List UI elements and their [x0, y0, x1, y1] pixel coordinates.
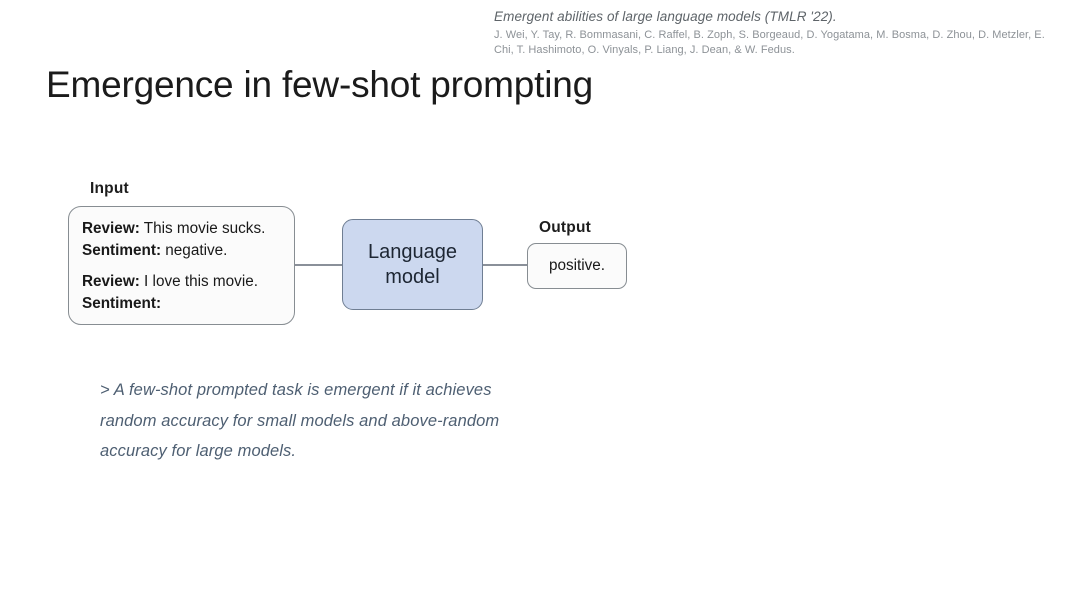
prompt-line-1-value: This movie sucks.	[139, 220, 266, 237]
connector-model-to-output	[483, 264, 528, 266]
citation-title: Emergent abilities of large language mod…	[494, 9, 837, 24]
prompt-line-3-key: Review:	[82, 273, 140, 290]
language-model-box: Language model	[342, 219, 483, 310]
input-label: Input	[90, 180, 129, 197]
prompt-line-2-key: Sentiment:	[82, 241, 162, 259]
page-title: Emergence in few-shot prompting	[46, 64, 594, 105]
output-label: Output	[539, 219, 591, 236]
prompt-line-4-key: Sentiment:	[82, 294, 162, 312]
output-text: positive.	[548, 257, 606, 274]
language-model-line-2: model	[385, 265, 440, 288]
emergence-definition: > A few-shot prompted task is emergent i…	[100, 381, 500, 460]
prompt-spacer	[82, 261, 294, 271]
output-box: positive.	[527, 243, 627, 289]
input-prompt-box: Review: This movie sucks. Sentiment: neg…	[68, 206, 295, 325]
connector-input-to-model	[295, 264, 343, 266]
prompt-line-3: Review: I love this movie.	[82, 271, 294, 293]
language-model-line-1: Language	[368, 240, 457, 263]
citation-authors: J. Wei, Y. Tay, R. Bommasani, C. Raffel,…	[494, 29, 1045, 56]
paper-citation: Emergent abilities of large language mod…	[494, 8, 1066, 57]
prompt-line-3-value: I love this movie.	[139, 273, 258, 290]
prompt-line-2: Sentiment: negative.	[82, 240, 294, 262]
prompt-line-2-value: negative.	[161, 241, 228, 259]
prompt-line-1: Review: This movie sucks.	[82, 218, 294, 240]
prompt-line-4: Sentiment:	[82, 293, 294, 315]
prompt-line-1-key: Review:	[82, 220, 140, 237]
